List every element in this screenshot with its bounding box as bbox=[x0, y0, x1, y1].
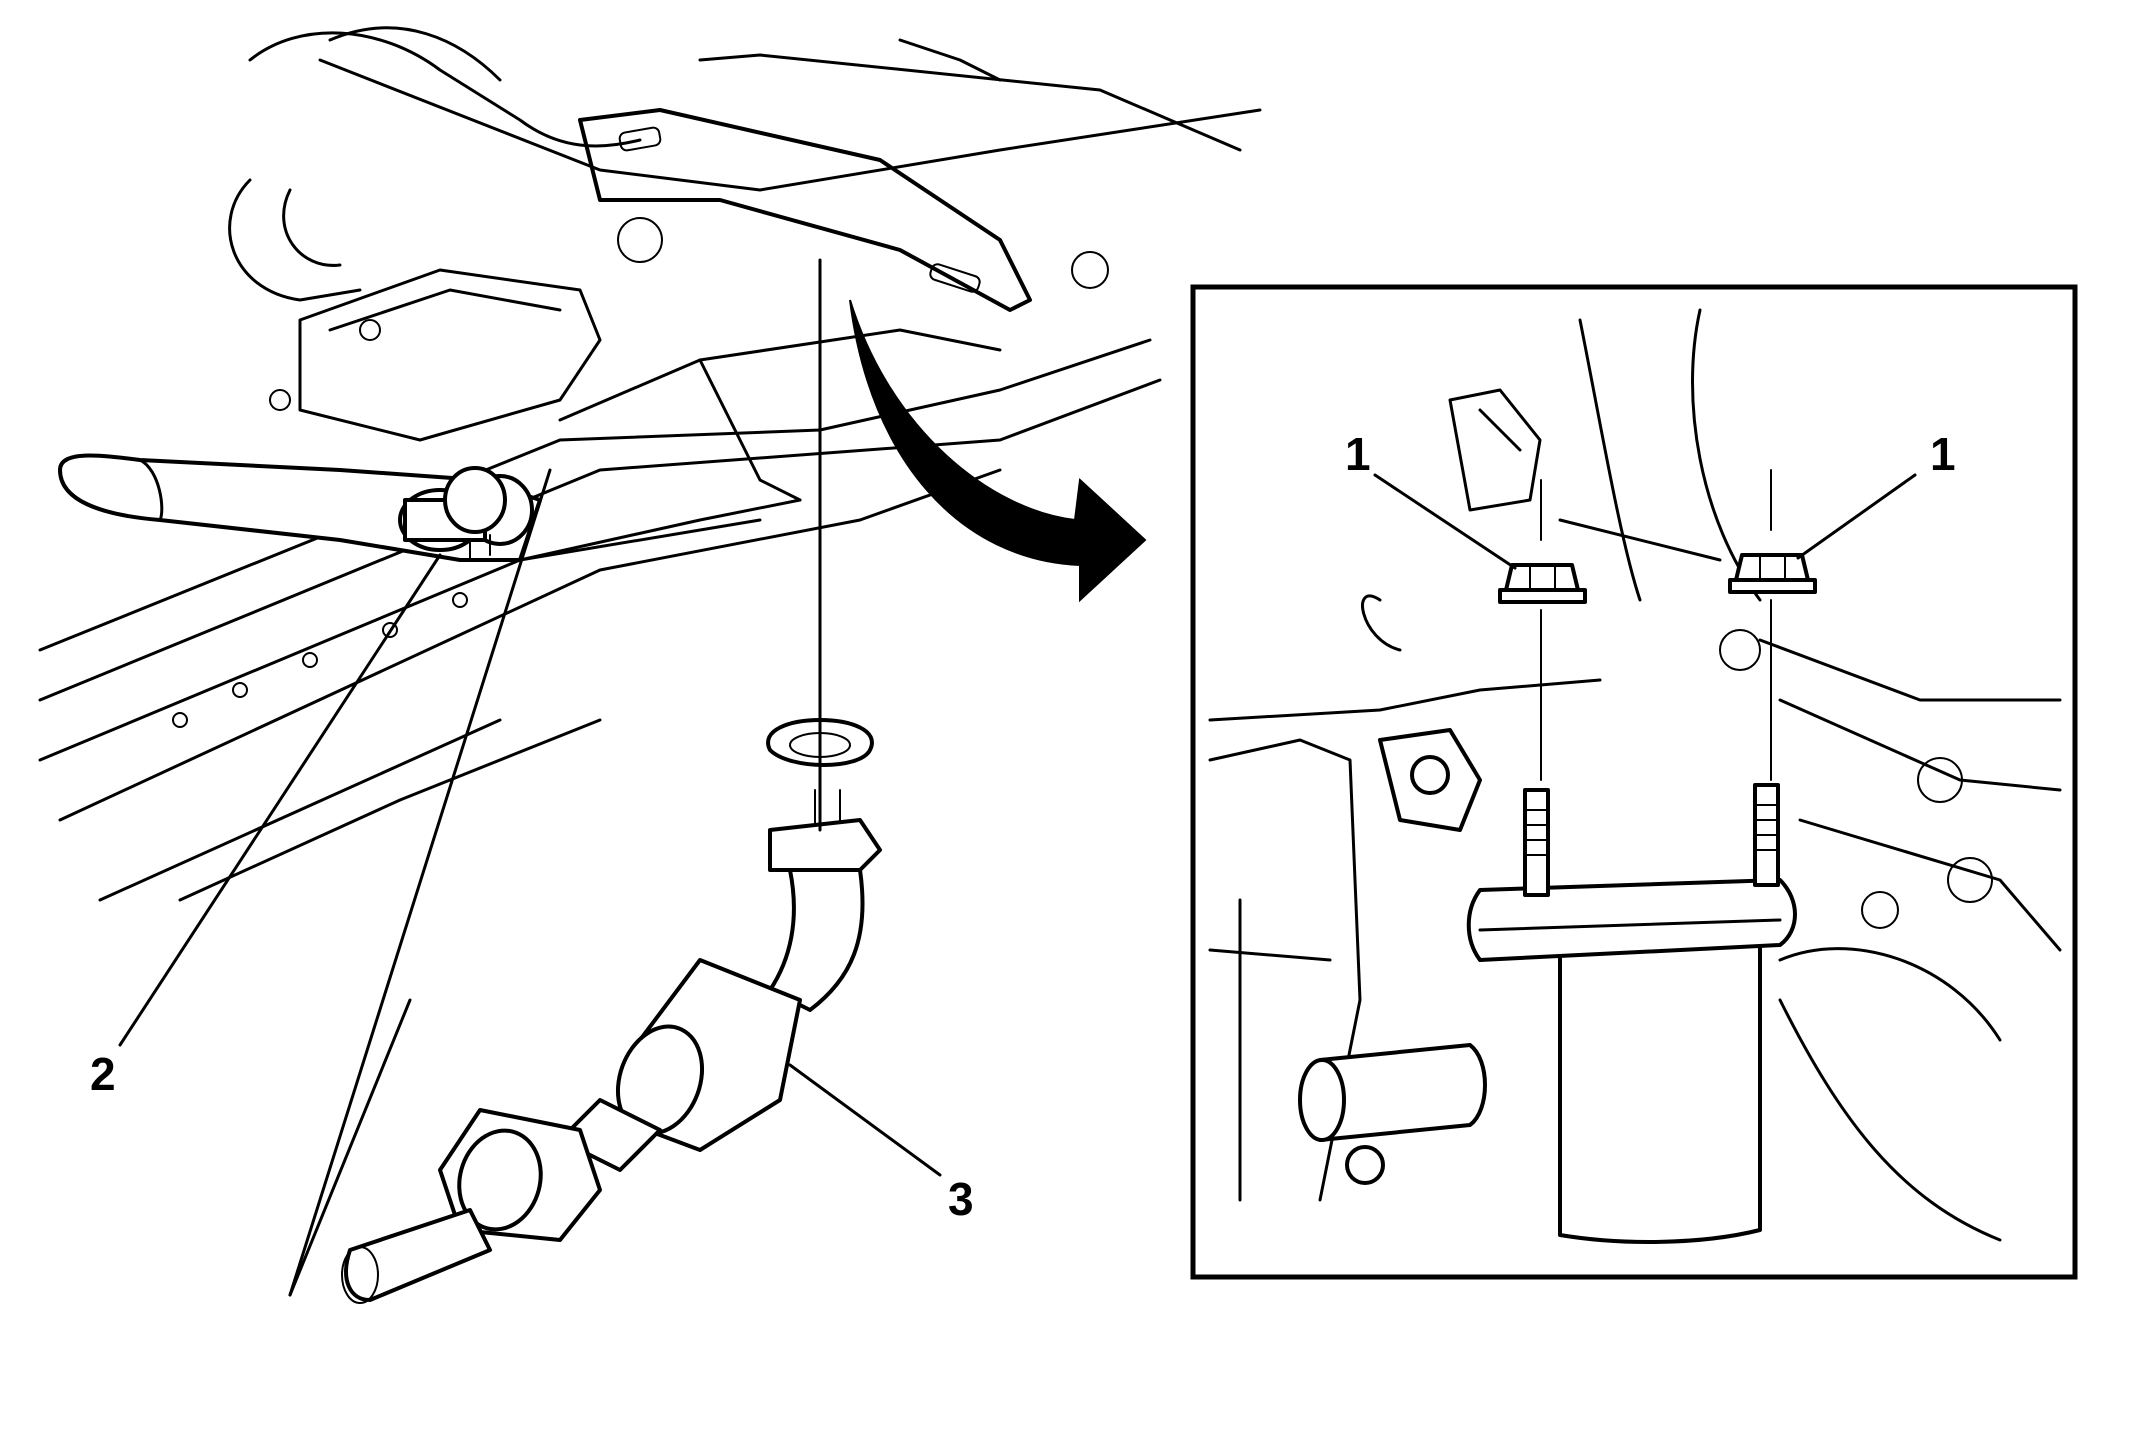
catalytic-converter bbox=[341, 718, 882, 1304]
detail-arrow bbox=[849, 299, 1147, 603]
callout-2: 2 bbox=[90, 1048, 116, 1100]
leader-lines bbox=[118, 258, 942, 1297]
flange-nut-left bbox=[1498, 563, 1587, 604]
underbody-overview bbox=[38, 26, 1262, 902]
flange-nut-right bbox=[1728, 553, 1817, 594]
callout-1-right: 1 bbox=[1930, 428, 1956, 480]
exhaust-clamp bbox=[398, 466, 534, 561]
detail-inset bbox=[1190, 284, 2078, 1280]
callout-1-left: 1 bbox=[1345, 428, 1371, 480]
callout-3: 3 bbox=[948, 1173, 974, 1225]
